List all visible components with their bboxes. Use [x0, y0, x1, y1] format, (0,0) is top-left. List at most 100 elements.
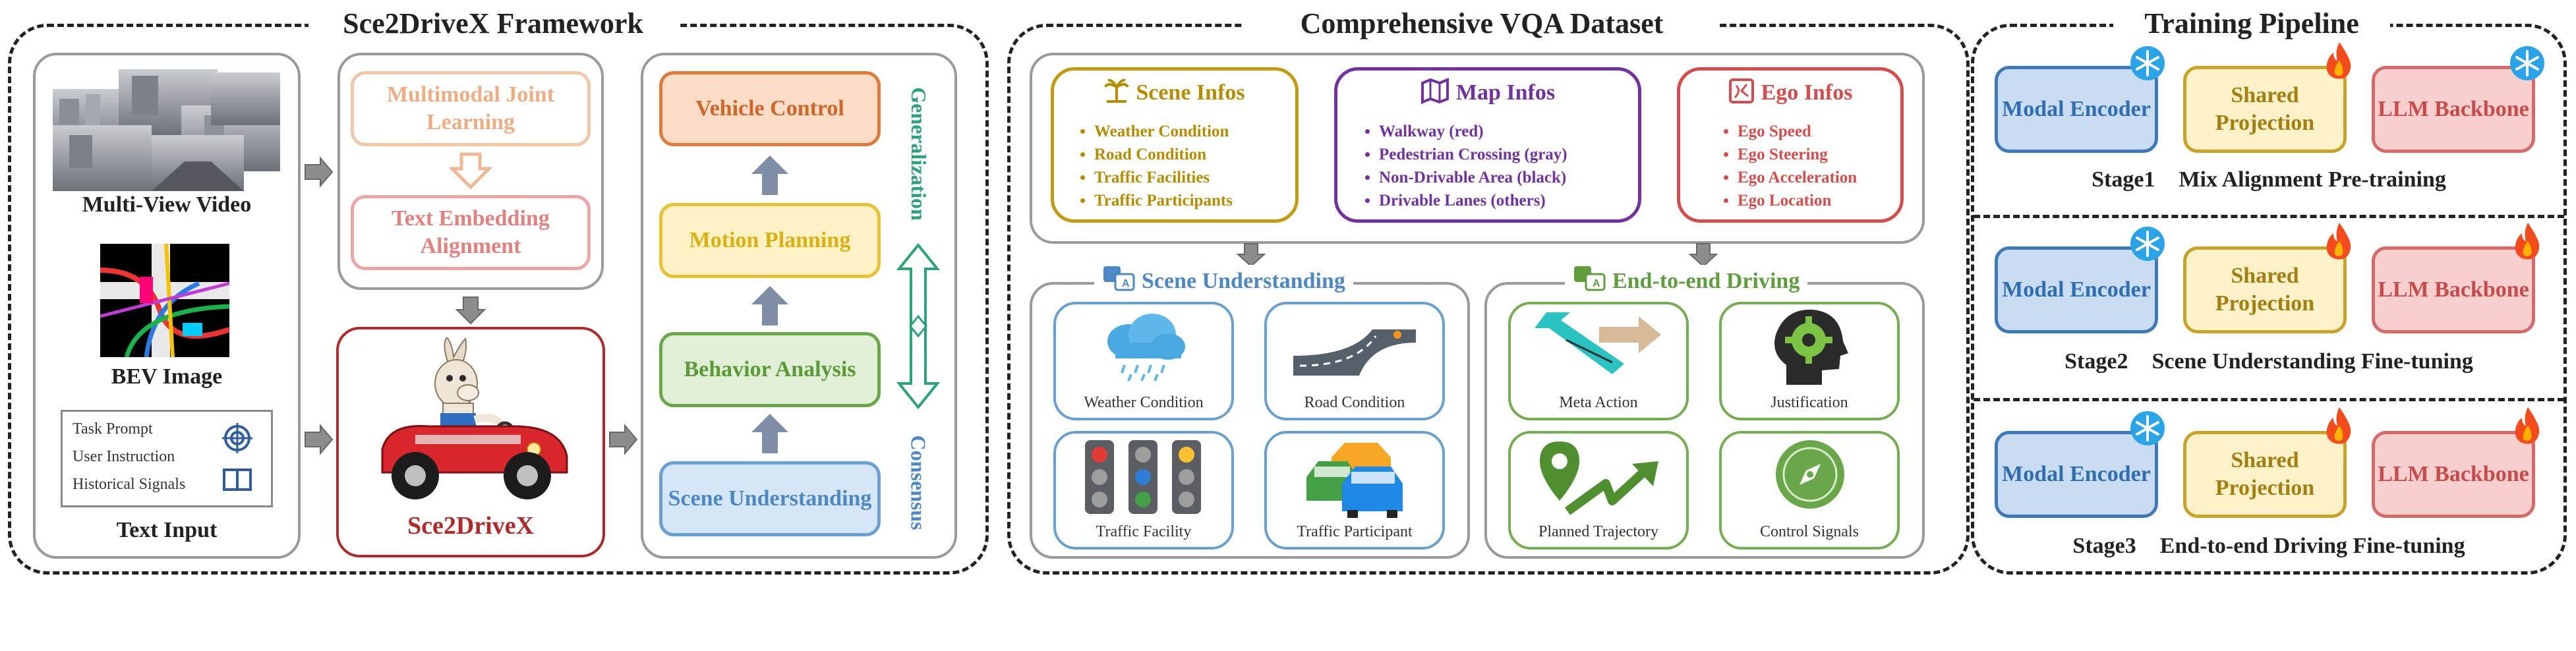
arrow-down-hollow — [448, 152, 494, 190]
multi-view-video-label: Multi-View Video — [82, 192, 252, 217]
list-item: Walkway (red) — [1379, 120, 1635, 143]
text-input-label: Text Input — [116, 518, 218, 542]
snowflake-icon — [2129, 225, 2166, 262]
double-arrow — [896, 242, 941, 410]
road-condition-label: Road Condition — [1304, 394, 1405, 411]
stage3-modal-encoder: Modal Encoder — [1995, 431, 2158, 518]
list-item: Ego Speed — [1738, 120, 1901, 143]
arrow-input-to-alignment — [302, 156, 335, 188]
arrow-alignment-to-model — [454, 295, 487, 326]
ego-infos-list: Ego Speed Ego Steering Ego Acceleration … — [1716, 120, 1901, 212]
target-icon — [221, 422, 254, 455]
cloud-rain-icon — [1096, 310, 1192, 382]
traffic-facility-label: Traffic Facility — [1096, 523, 1192, 540]
stage1-caption: Stage1 Mix Alignment Pre-training — [2092, 167, 2446, 192]
text-embedding-alignment-box: Text Embedding Alignment — [351, 195, 591, 270]
list-item: Non-Drivable Area (black) — [1379, 166, 1635, 189]
scene-infos-header: Scene Infos — [1051, 78, 1299, 107]
translate-icon: A — [1573, 265, 1606, 297]
list-item: Drivable Lanes (others) — [1379, 189, 1635, 212]
vqa-title: Comprehensive VQA Dataset — [1244, 4, 1719, 43]
meta-action-icon — [1527, 308, 1672, 381]
stage3-shared-projection: Shared Projection — [2183, 431, 2347, 518]
stage2-modal-encoder: Modal Encoder — [1995, 246, 2158, 333]
svg-text:A: A — [1593, 278, 1600, 289]
traffic-light-icon — [1081, 438, 1206, 519]
justification-label: Justification — [1771, 394, 1848, 411]
ego-infos-card — [1677, 67, 1904, 223]
arrow-up-1 — [750, 154, 790, 196]
user-instruction-item: User Instruction — [73, 448, 175, 465]
trajectory-icon — [1533, 438, 1665, 519]
list-item: Weather Condition — [1094, 120, 1291, 143]
bev-image — [100, 243, 231, 358]
multimodal-joint-learning-box: Multimodal Joint Learning — [351, 71, 591, 146]
snowflake-icon — [2509, 45, 2546, 82]
planned-trajectory-label: Planned Trajectory — [1538, 523, 1658, 540]
control-signals-label: Control Signals — [1759, 523, 1859, 540]
ego-infos-header: Ego Infos — [1677, 78, 1904, 107]
snowflake-icon — [2129, 45, 2166, 82]
list-item: Traffic Facilities — [1094, 166, 1291, 189]
e2e-driving-title: A End-to-end Driving — [1565, 265, 1808, 297]
head-gear-icon — [1767, 306, 1852, 387]
framework-title: Sce2DriveX Framework — [308, 4, 678, 43]
flame-icon — [2324, 221, 2355, 261]
translate-icon: A — [1102, 265, 1135, 297]
model-label: Sce2DriveX — [407, 512, 535, 540]
scene-understanding-box: Scene Understanding — [659, 461, 881, 536]
scene-understanding-title: A Scene Understanding — [1094, 265, 1353, 297]
book-icon — [222, 467, 252, 493]
traffic-participant-label: Traffic Participant — [1297, 523, 1413, 540]
flame-icon — [2324, 406, 2355, 445]
list-item: Pedestrian Crossing (gray) — [1379, 143, 1635, 166]
flame-icon — [2324, 41, 2355, 80]
historical-signals-item: Historical Signals — [73, 476, 186, 493]
list-item: Road Condition — [1094, 143, 1291, 166]
compass-icon — [1773, 438, 1847, 511]
stage2-llm-backbone: LLM Backbone — [2372, 246, 2535, 333]
palm-tree-icon — [1104, 78, 1130, 107]
arrow-model-to-chain — [606, 423, 639, 456]
consensus-label: Consensus — [906, 434, 931, 530]
list-item: Ego Location — [1738, 189, 1901, 212]
arrow-up-2 — [750, 285, 790, 327]
stage-divider-1 — [1974, 215, 2564, 218]
arrow-to-scene-understanding — [1236, 242, 1266, 268]
stage2-caption: Stage2 Scene Understanding Fine-tuning — [2064, 349, 2473, 374]
map-infos-list: Walkway (red) Pedestrian Crossing (gray)… — [1358, 120, 1635, 212]
list-item: Traffic Participants — [1094, 189, 1291, 212]
stage-divider-2 — [1974, 398, 2564, 401]
route-icon — [1728, 78, 1755, 107]
meta-action-label: Meta Action — [1559, 394, 1638, 411]
scene-infos-card — [1051, 67, 1299, 223]
multi-view-video-image — [53, 69, 280, 191]
list-item: Ego Acceleration — [1738, 166, 1901, 189]
stage1-shared-projection: Shared Projection — [2183, 66, 2347, 153]
behavior-analysis-box: Behavior Analysis — [659, 332, 881, 407]
stage1-modal-encoder: Modal Encoder — [1995, 66, 2158, 153]
vehicle-control-box: Vehicle Control — [659, 71, 881, 146]
cars-icon — [1305, 438, 1404, 519]
stage2-shared-projection: Shared Projection — [2183, 246, 2347, 333]
stage1-llm-backbone: LLM Backbone — [2372, 66, 2535, 153]
task-prompt-item: Task Prompt — [73, 420, 153, 438]
arrow-input-to-model — [302, 423, 335, 456]
training-title: Training Pipeline — [2113, 4, 2390, 43]
snowflake-icon — [2129, 410, 2166, 447]
road-icon — [1293, 310, 1416, 382]
llama-car-illustration — [369, 336, 573, 505]
svg-text:A: A — [1122, 278, 1130, 289]
map-icon — [1420, 78, 1449, 107]
motion-planning-box: Motion Planning — [659, 203, 881, 278]
map-infos-header: Map Infos — [1334, 78, 1641, 107]
bev-image-label: BEV Image — [111, 364, 223, 389]
weather-condition-label: Weather Condition — [1084, 394, 1204, 411]
stage3-caption: Stage3 End-to-end Driving Fine-tuning — [2072, 534, 2465, 558]
map-infos-card — [1334, 67, 1641, 223]
generalization-label: Generalization — [906, 86, 931, 221]
arrow-up-3 — [750, 412, 790, 455]
flame-icon — [2513, 406, 2543, 445]
stage3-llm-backbone: LLM Backbone — [2372, 431, 2535, 518]
flame-icon — [2513, 221, 2543, 261]
